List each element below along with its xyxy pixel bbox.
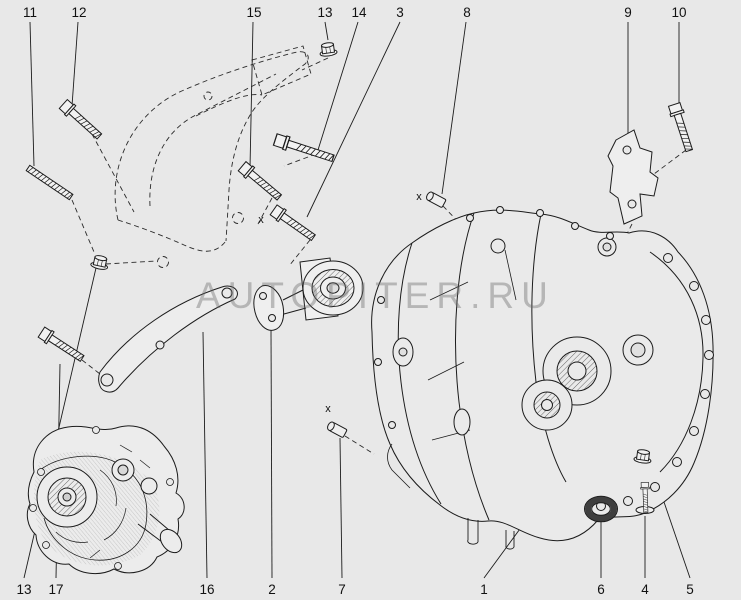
callout-3-top: 3 <box>396 5 404 20</box>
clutch-release-assembly-2 <box>253 257 364 331</box>
support-arm-16 <box>98 285 238 393</box>
dowel-7 <box>327 421 348 438</box>
x-mark: x <box>258 214 264 226</box>
callout-15-top: 15 <box>246 5 261 20</box>
flange-bolt-holes <box>374 206 714 511</box>
callouts-bottom: 13 17 16 2 7 1 6 4 5 <box>16 582 693 597</box>
x-marks: x x x <box>258 191 422 415</box>
callout-2-bottom: 2 <box>268 582 276 597</box>
transmission-housing-1 <box>371 206 714 550</box>
gearbox-bolt-holes <box>29 426 174 570</box>
callout-8-top: 8 <box>463 5 471 20</box>
bracket-9 <box>607 129 659 225</box>
callout-14-top: 14 <box>351 5 367 20</box>
callout-7-bottom: 7 <box>338 582 346 597</box>
x-mark: x <box>416 191 422 203</box>
x-mark: x <box>325 403 331 415</box>
seal-ring-6 <box>584 495 618 523</box>
dowel-8 <box>426 191 447 208</box>
callout-11-top: 11 <box>23 5 37 20</box>
drain-plug-4 <box>635 481 655 514</box>
callout-13-bottom: 13 <box>16 582 31 597</box>
callout-9-top: 9 <box>624 5 632 20</box>
phantom-bracket <box>114 45 312 268</box>
callout-13-top: 13 <box>317 5 332 20</box>
callouts-top: 11 12 15 13 14 3 8 9 10 <box>23 5 687 20</box>
callout-6-bottom: 6 <box>597 582 605 597</box>
callout-12-top: 12 <box>71 5 86 20</box>
callout-1-bottom: 1 <box>480 582 488 597</box>
callout-16-bottom: 16 <box>199 582 214 597</box>
callout-5-bottom: 5 <box>686 582 694 597</box>
gearbox-assembly <box>26 425 185 575</box>
callout-4-bottom: 4 <box>641 582 649 597</box>
callout-10-top: 10 <box>671 5 686 20</box>
watermark: AUTOPITER.RU <box>196 275 555 316</box>
callout-17-bottom: 17 <box>48 582 63 597</box>
